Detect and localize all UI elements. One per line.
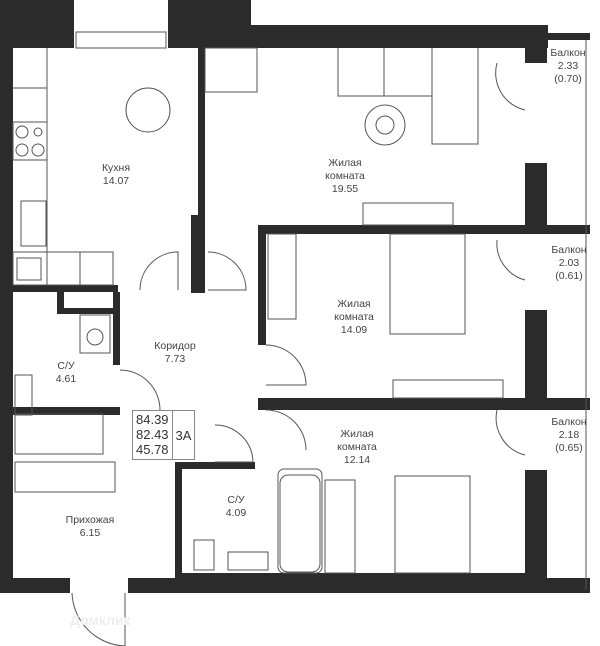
room-area-reduced: (0.70) [554,73,582,85]
area-summary: 84.39 82.43 45.78 3А [132,410,195,460]
room-name: Прихожая [65,514,115,526]
room-name: С/У [227,494,245,506]
room-area: 4.61 [55,373,77,385]
room-name: Кухня [101,162,131,174]
room-area: 14.07 [102,175,130,187]
room-area: 2.18 [558,429,580,441]
room-name: Жилая [337,298,371,310]
room-name: Балкон [551,416,587,428]
room-area-reduced: (0.61) [555,270,583,282]
room-name: комната [325,170,365,182]
room-area: 19.55 [331,183,359,195]
fixtures [12,31,587,646]
room-name: Коридор [154,340,196,352]
total-area-reduced: 82.43 [136,427,169,442]
room-name: С/У [57,360,75,372]
room-area: 2.33 [557,60,579,72]
living-area: 45.78 [136,442,169,457]
room-area-reduced: (0.65) [555,442,583,454]
room-area: 14.09 [340,324,368,336]
apartment-type: 3А [175,427,192,443]
room-area: 2.03 [558,257,580,269]
room-area: 6.15 [79,527,101,539]
total-area: 84.39 [136,412,169,427]
room-name: Балкон [550,47,586,59]
room-name: Балкон [551,244,587,256]
watermark-logo: Домклик [70,612,131,628]
room-area: 4.09 [225,507,247,519]
room-name: Жилая [328,157,362,169]
room-name: комната [334,311,374,323]
room-area: 12.14 [343,454,371,466]
walls [0,0,590,593]
room-name: Жилая [340,428,374,440]
room-area: 7.73 [164,353,186,365]
room-name: комната [337,441,377,453]
